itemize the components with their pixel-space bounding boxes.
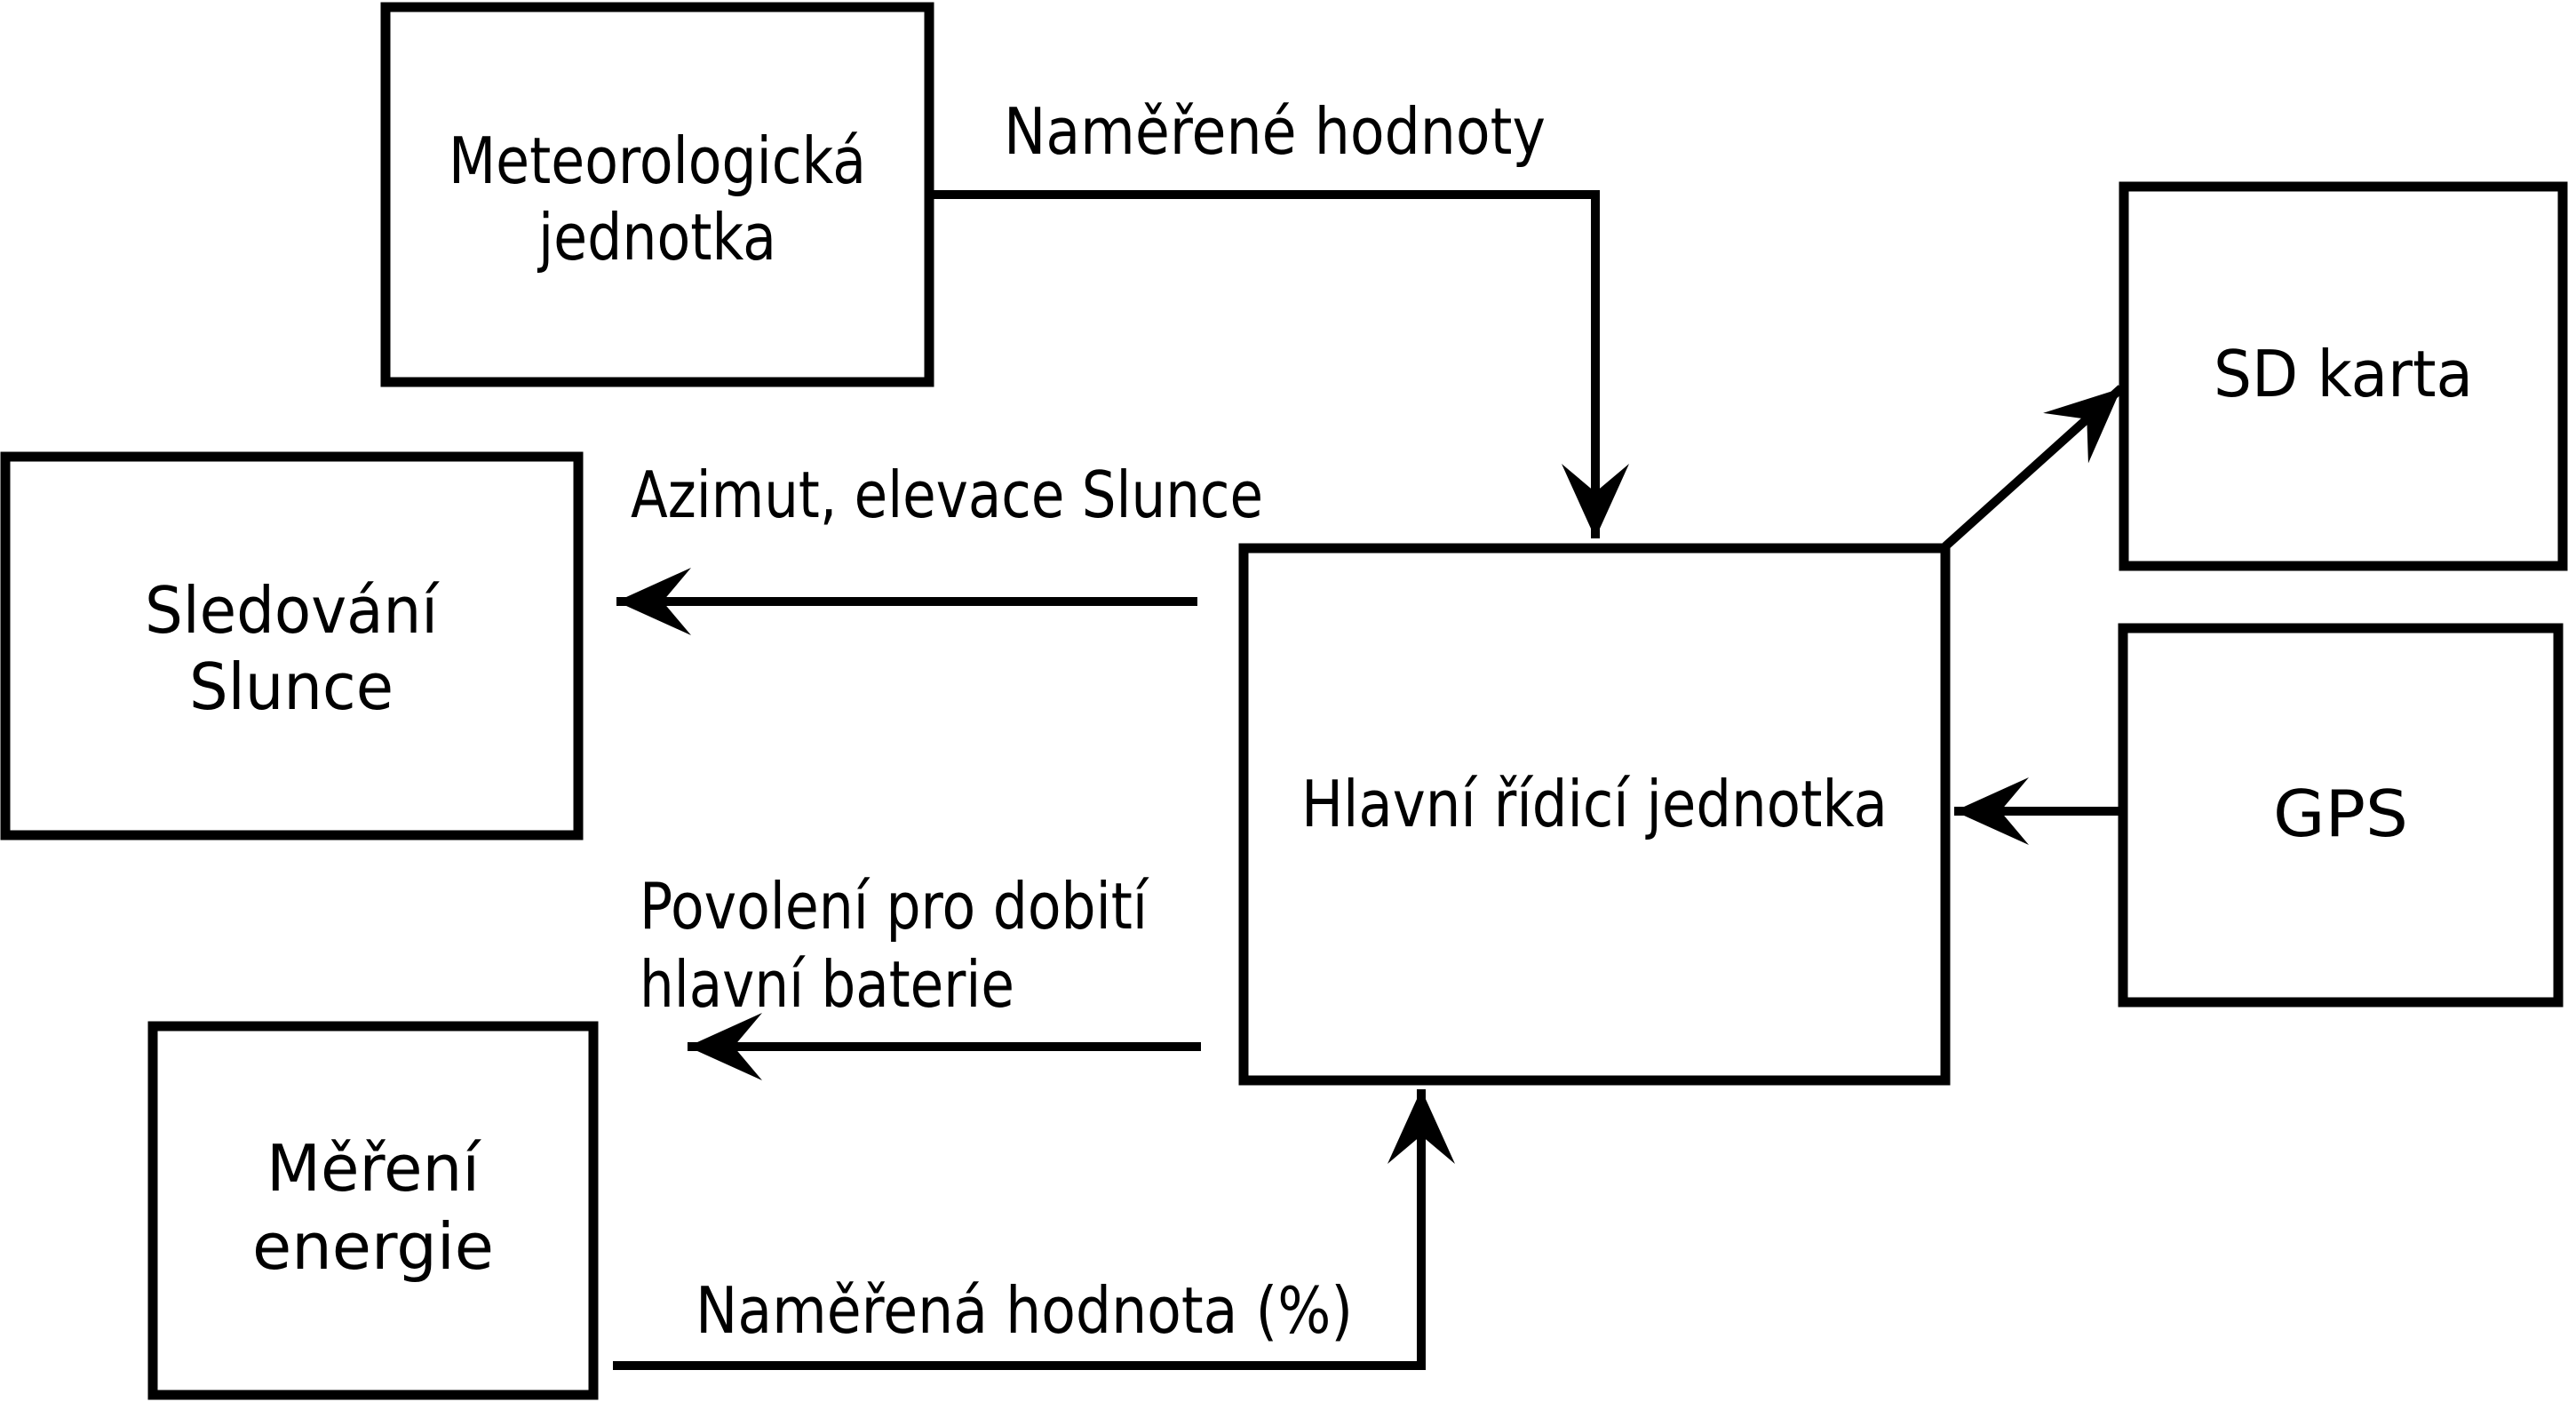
meteorologicka-jednotka-box bbox=[380, 2, 934, 387]
sledovani-slunce-box bbox=[0, 451, 584, 840]
edge-main-to-battery: Povolení pro dobití hlavní baterie bbox=[640, 869, 1201, 1080]
edge-label-azimut-elevace-slunce: Azimut, elevace Slunce bbox=[631, 458, 1263, 532]
edge-label-namerene-hodnoty: Naměřené hodnoty bbox=[1004, 94, 1546, 169]
node-hlavni-ridici-jednotka: Hlavní řídicí jednotka bbox=[1238, 543, 1951, 1086]
edge-label-hlavni-baterie: hlavní baterie bbox=[640, 947, 1014, 1022]
node-gps: GPS bbox=[2118, 623, 2564, 1008]
edge-mereni-to-main: Naměřená hodnota (%) bbox=[613, 1089, 1455, 1370]
hlavni-ridici-jednotka-label: Hlavní řídicí jednotka bbox=[1301, 767, 1888, 841]
gps-box bbox=[2118, 623, 2564, 1008]
hlavni-ridici-jednotka-box bbox=[1238, 543, 1951, 1086]
node-mereni-energie: Měření energie bbox=[147, 1021, 599, 1400]
meteorologicka-jednotka-label-line-1: Meteorologická bbox=[449, 123, 866, 198]
mereni-energie-label-line-1: Měření bbox=[266, 1131, 481, 1206]
mereni-energie-label-line-2: energie bbox=[252, 1209, 494, 1284]
edge-meteo-to-main-line bbox=[929, 190, 1629, 538]
sd-karta-box bbox=[2119, 181, 2568, 571]
edge-main-to-sd-line bbox=[1942, 385, 2125, 550]
mereni-energie-box bbox=[147, 1021, 599, 1400]
gps-label: GPS bbox=[2273, 777, 2408, 851]
edge-label-namerena-hodnota: Naměřená hodnota (%) bbox=[696, 1273, 1353, 1348]
node-sd-karta: SD karta bbox=[2119, 181, 2568, 571]
edge-label-povoleni-pro-dobiti: Povolení pro dobití bbox=[640, 869, 1149, 944]
sd-karta-label: SD karta bbox=[2214, 337, 2473, 411]
meteorologicka-jednotka-label-line-2: jednotka bbox=[537, 200, 776, 275]
sledovani-slunce-label-line-1: Sledování bbox=[145, 573, 440, 648]
edge-meteo-to-main: Naměřené hodnoty bbox=[929, 94, 1629, 538]
node-meteorologicka-jednotka: Meteorologická jednotka bbox=[380, 2, 934, 387]
edge-main-to-sledovani: Azimut, elevace Slunce bbox=[616, 458, 1263, 635]
edge-mereni-to-main-line bbox=[613, 1089, 1455, 1370]
sledovani-slunce-label-line-2: Slunce bbox=[189, 649, 394, 724]
node-sledovani-slunce: Sledování Slunce bbox=[0, 451, 584, 840]
edge-main-to-sd bbox=[1942, 385, 2125, 550]
